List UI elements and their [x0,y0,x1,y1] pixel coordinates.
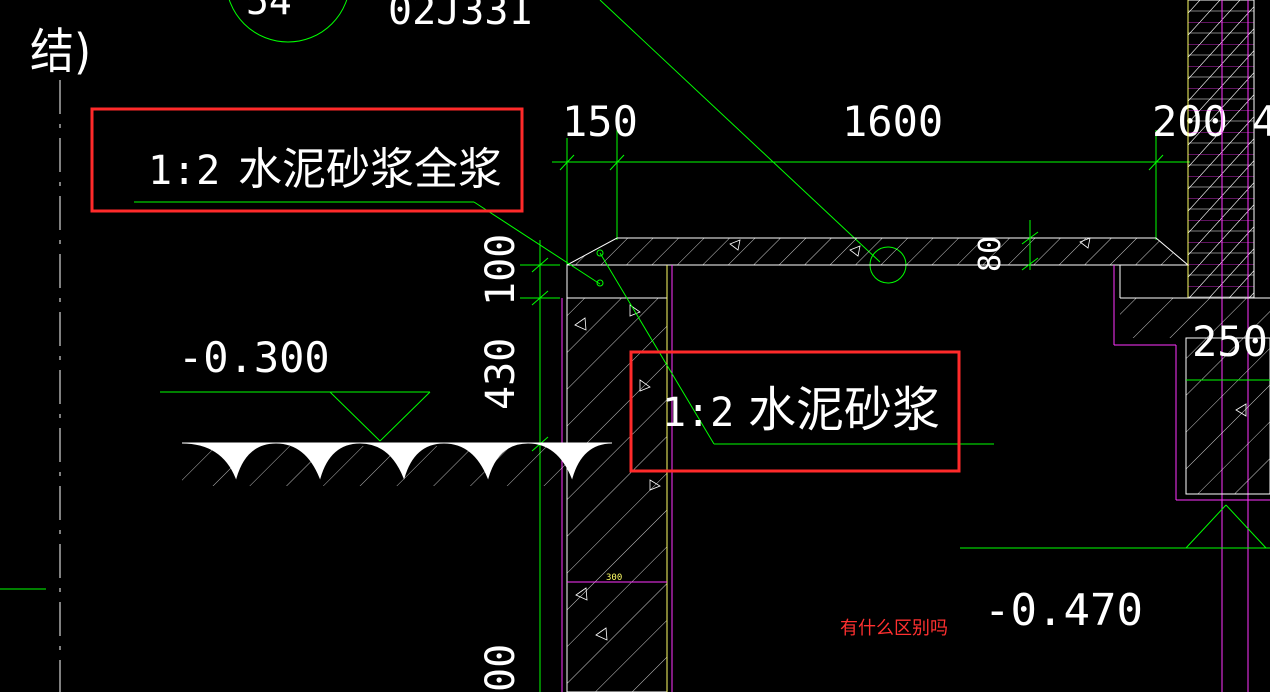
callout-middle-ratio: 1:2 [662,390,734,436]
top-left-char: 结) [30,23,91,80]
callout-middle-text: 水泥砂浆 [748,382,940,438]
question-annotation: 有什么区别吗 [840,618,948,639]
dim-80: 80 [973,236,1008,272]
callout-middle: 1:2 水泥砂浆 [629,350,961,473]
right-structure: 250 [960,0,1270,692]
dim-250: 250 [1192,317,1268,366]
elevation-left: -0.300 [178,333,330,382]
right-column-hatch [1185,337,1270,495]
dim-00: 00 [478,644,524,692]
detail-index-circle [228,0,348,43]
detail-index-number: 54 [246,0,292,23]
callout-middle-highlight [629,350,961,473]
callout-top-highlight [90,107,524,213]
callout-top-ratio: 1:2 [148,148,220,194]
callout-top-text: 水泥砂浆全浆 [238,144,502,195]
dim-100: 100 [478,234,524,306]
right-footing-hatch [1120,298,1270,338]
dim-150: 150 [562,97,638,146]
dim-300: 300 [606,573,622,583]
callout-top: 1:2 水泥砂浆全浆 [90,107,524,213]
left-dimensions: 100 430 00 [478,234,560,692]
slab-body [566,237,1190,266]
ground-left: -0.300 [160,333,613,486]
dim-430: 430 [478,338,524,410]
elevation-right: -0.470 [984,585,1143,636]
wall-body [566,297,668,692]
top-left-fragments: 结) 54 02J331 [0,0,533,692]
atlas-code: 02J331 [388,0,533,34]
diagonal-leader-top [599,0,881,263]
wall-section: 300 [561,237,1247,692]
dim-4: 4 [1252,97,1270,146]
dim-1600: 1600 [842,97,943,146]
right-wall-brick [1187,0,1255,299]
leaders [134,201,994,445]
step-slab: 80 [566,220,1190,272]
